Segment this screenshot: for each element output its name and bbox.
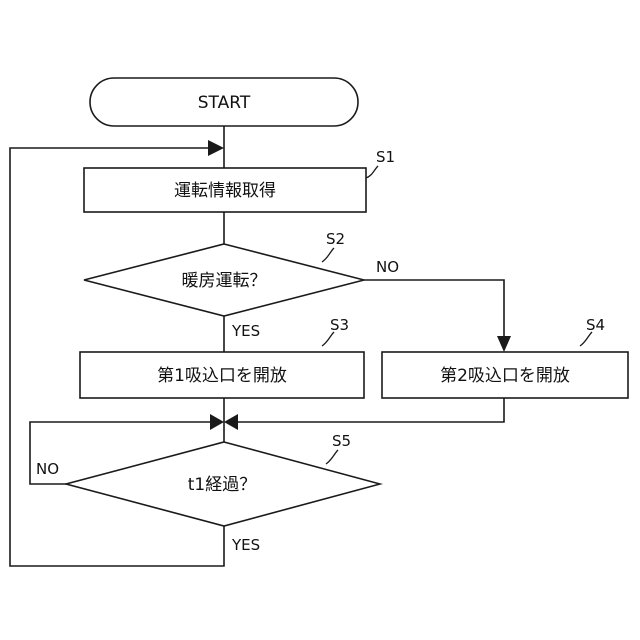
- start-terminator: START: [90, 78, 358, 126]
- s2-no-label: NO: [376, 258, 399, 276]
- arrowhead-merge-right: [224, 414, 238, 430]
- decision-s5: t1経過？ S5: [66, 432, 380, 526]
- s5-leader-line: [326, 450, 338, 464]
- s2-leader-line: [322, 248, 334, 262]
- s5-yes-label: YES: [231, 536, 260, 554]
- s3-leader-line: [322, 332, 334, 346]
- process-s1: 運転情報取得 S1: [84, 148, 395, 212]
- s5-step-label: S5: [332, 432, 351, 450]
- s5-no-label: NO: [36, 460, 59, 478]
- decision-s5-label: t1経過？: [188, 475, 256, 495]
- s4-leader-line: [580, 332, 592, 346]
- process-s4-label: 第2吸込口を開放: [440, 366, 570, 386]
- arrowhead-loop-to-s1: [208, 140, 224, 156]
- decision-s2-label: 暖房運転？: [182, 271, 267, 291]
- process-s3-label: 第1吸込口を開放: [157, 366, 287, 386]
- process-s4: 第2吸込口を開放 S4: [382, 316, 628, 398]
- s3-step-label: S3: [330, 316, 349, 334]
- start-label: START: [198, 93, 251, 113]
- s2-yes-label: YES: [231, 322, 260, 340]
- arrowhead-merge-left: [210, 414, 224, 430]
- process-s1-label: 運転情報取得: [174, 181, 276, 201]
- s4-step-label: S4: [586, 316, 605, 334]
- connector-s2-no-s4: [364, 280, 504, 338]
- s2-step-label: S2: [326, 230, 345, 248]
- s1-leader-line: [366, 166, 378, 178]
- s1-step-label: S1: [376, 148, 395, 166]
- arrowhead-to-s4: [497, 336, 511, 352]
- process-s3: 第1吸込口を開放 S3: [80, 316, 364, 398]
- connector-s4-merge: [232, 398, 504, 422]
